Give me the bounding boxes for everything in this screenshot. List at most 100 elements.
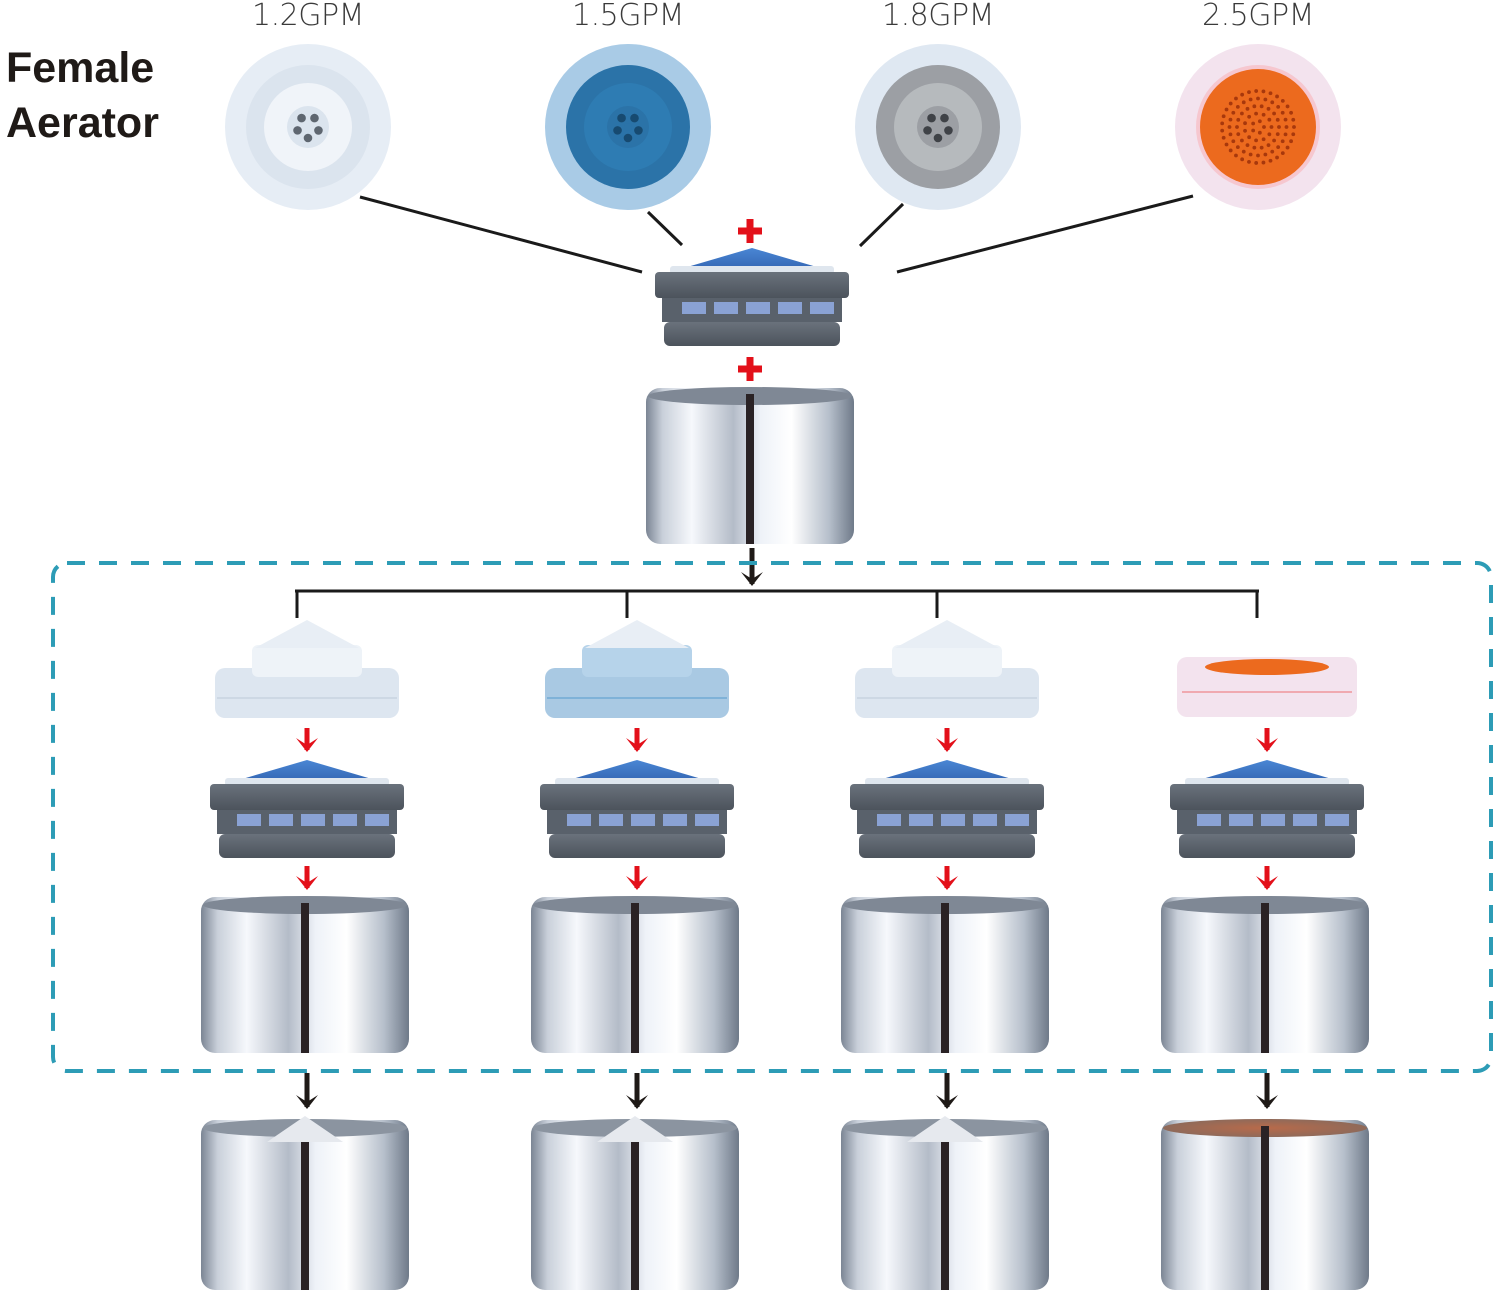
cartridge-window xyxy=(1293,814,1317,826)
spray-hole xyxy=(1247,90,1251,95)
connector-line xyxy=(646,210,684,247)
spray-hole xyxy=(1220,121,1225,126)
spray-hole xyxy=(1268,158,1273,163)
spray-hole xyxy=(1289,110,1293,115)
spray-hole xyxy=(1270,100,1275,105)
spray-hole xyxy=(1235,145,1240,150)
insert-vent xyxy=(923,126,932,135)
cartridge-window xyxy=(746,302,770,314)
cartridge-window xyxy=(877,814,901,826)
spray-hole xyxy=(1270,149,1275,154)
cartridge-base xyxy=(859,834,1035,858)
spray-hole xyxy=(1272,138,1276,143)
spray-hole xyxy=(1267,117,1272,122)
spray-hole xyxy=(1277,125,1281,129)
spray-hole xyxy=(1291,132,1296,137)
cartridge-window xyxy=(973,814,997,826)
spray-hole xyxy=(1256,96,1260,101)
cartridge-base xyxy=(1179,834,1355,858)
spray-hole xyxy=(1276,145,1281,150)
spray-hole xyxy=(1227,125,1232,129)
cartridge-cone xyxy=(677,248,827,270)
chrome-housing xyxy=(646,387,854,544)
spray-hole xyxy=(1248,152,1253,157)
insert-vent xyxy=(297,113,306,123)
cartridge-window xyxy=(365,814,389,826)
insert-vent xyxy=(944,126,953,135)
housing-seam xyxy=(941,903,949,1053)
spray-hole xyxy=(1284,125,1289,129)
housing-seam xyxy=(631,903,639,1053)
chrome-housing xyxy=(201,896,409,1053)
housing-seam xyxy=(746,394,754,544)
cartridge-cone xyxy=(872,760,1022,782)
cartridge-window xyxy=(301,814,325,826)
insert-body xyxy=(855,668,1039,718)
cartridge-cone xyxy=(1192,760,1342,782)
spray-hole xyxy=(1248,97,1253,102)
flow-insert-side xyxy=(215,620,399,718)
spray-hole xyxy=(1235,125,1239,129)
plus-icon xyxy=(738,219,762,243)
spray-hole xyxy=(1241,149,1246,154)
spray-hole xyxy=(1228,148,1233,153)
insert-vent xyxy=(933,133,943,143)
flow-insert-side xyxy=(855,620,1039,718)
spray-hole xyxy=(1268,91,1273,96)
cartridge-rim xyxy=(210,784,404,810)
dashed-selection-frame xyxy=(51,561,1493,1073)
spray-hole xyxy=(1259,104,1264,109)
spray-hole xyxy=(1283,132,1288,137)
chrome-housing xyxy=(531,896,739,1053)
red-arrow-down-icon xyxy=(936,866,958,890)
connector-line xyxy=(858,202,905,248)
red-arrow-down-icon xyxy=(296,866,318,890)
core-cartridge xyxy=(540,760,734,858)
spray-hole xyxy=(1243,121,1247,126)
insert-vent xyxy=(623,133,633,143)
cartridge-window xyxy=(631,814,655,826)
spray-hole xyxy=(1221,114,1226,119)
spray-hole xyxy=(1236,117,1241,122)
spray-hole xyxy=(1280,110,1285,115)
cartridge-window xyxy=(695,814,719,826)
gpm-label-2: 1.5GPM xyxy=(572,0,684,33)
red-arrow-down-icon xyxy=(1256,866,1278,890)
cartridge-window xyxy=(1261,814,1285,826)
insert-vent xyxy=(303,133,313,143)
spray-hole xyxy=(1259,145,1264,150)
insert-vent xyxy=(314,126,323,135)
assembly-column-1 xyxy=(201,620,409,1290)
core-cartridge xyxy=(1170,760,1364,858)
assembled-mesh-cone xyxy=(907,1116,983,1142)
spray-hole xyxy=(1247,135,1252,140)
cartridge-window xyxy=(810,302,834,314)
insert-vent xyxy=(613,126,622,135)
spray-hole xyxy=(1289,139,1293,144)
housing-seam xyxy=(301,903,309,1053)
spray-hole xyxy=(1272,111,1276,116)
spray-hole xyxy=(1254,138,1258,143)
spray-hole xyxy=(1228,132,1233,137)
insert-body xyxy=(215,668,399,718)
insert-vent xyxy=(927,113,936,123)
spray-hole xyxy=(1269,125,1274,129)
spray-hole xyxy=(1275,132,1280,137)
red-arrow-down-icon xyxy=(626,728,648,752)
spray-hole xyxy=(1240,157,1245,162)
spray-hole xyxy=(1220,128,1225,133)
spray-hole xyxy=(1231,139,1236,144)
spray-hole xyxy=(1243,128,1247,133)
cartridge-window xyxy=(1325,814,1349,826)
insert-face xyxy=(1200,69,1316,185)
spray-hole xyxy=(1228,101,1233,106)
spray-hole xyxy=(1267,132,1272,137)
spray-hole xyxy=(1245,106,1250,111)
spray-hole xyxy=(1254,111,1258,116)
chrome-housing xyxy=(531,1116,739,1290)
spray-hole xyxy=(1292,125,1296,129)
cartridge-window xyxy=(663,814,687,826)
dashed-frame-border xyxy=(51,561,1493,1073)
spray-hole xyxy=(1236,132,1241,137)
housing-seam xyxy=(1261,903,1269,1053)
